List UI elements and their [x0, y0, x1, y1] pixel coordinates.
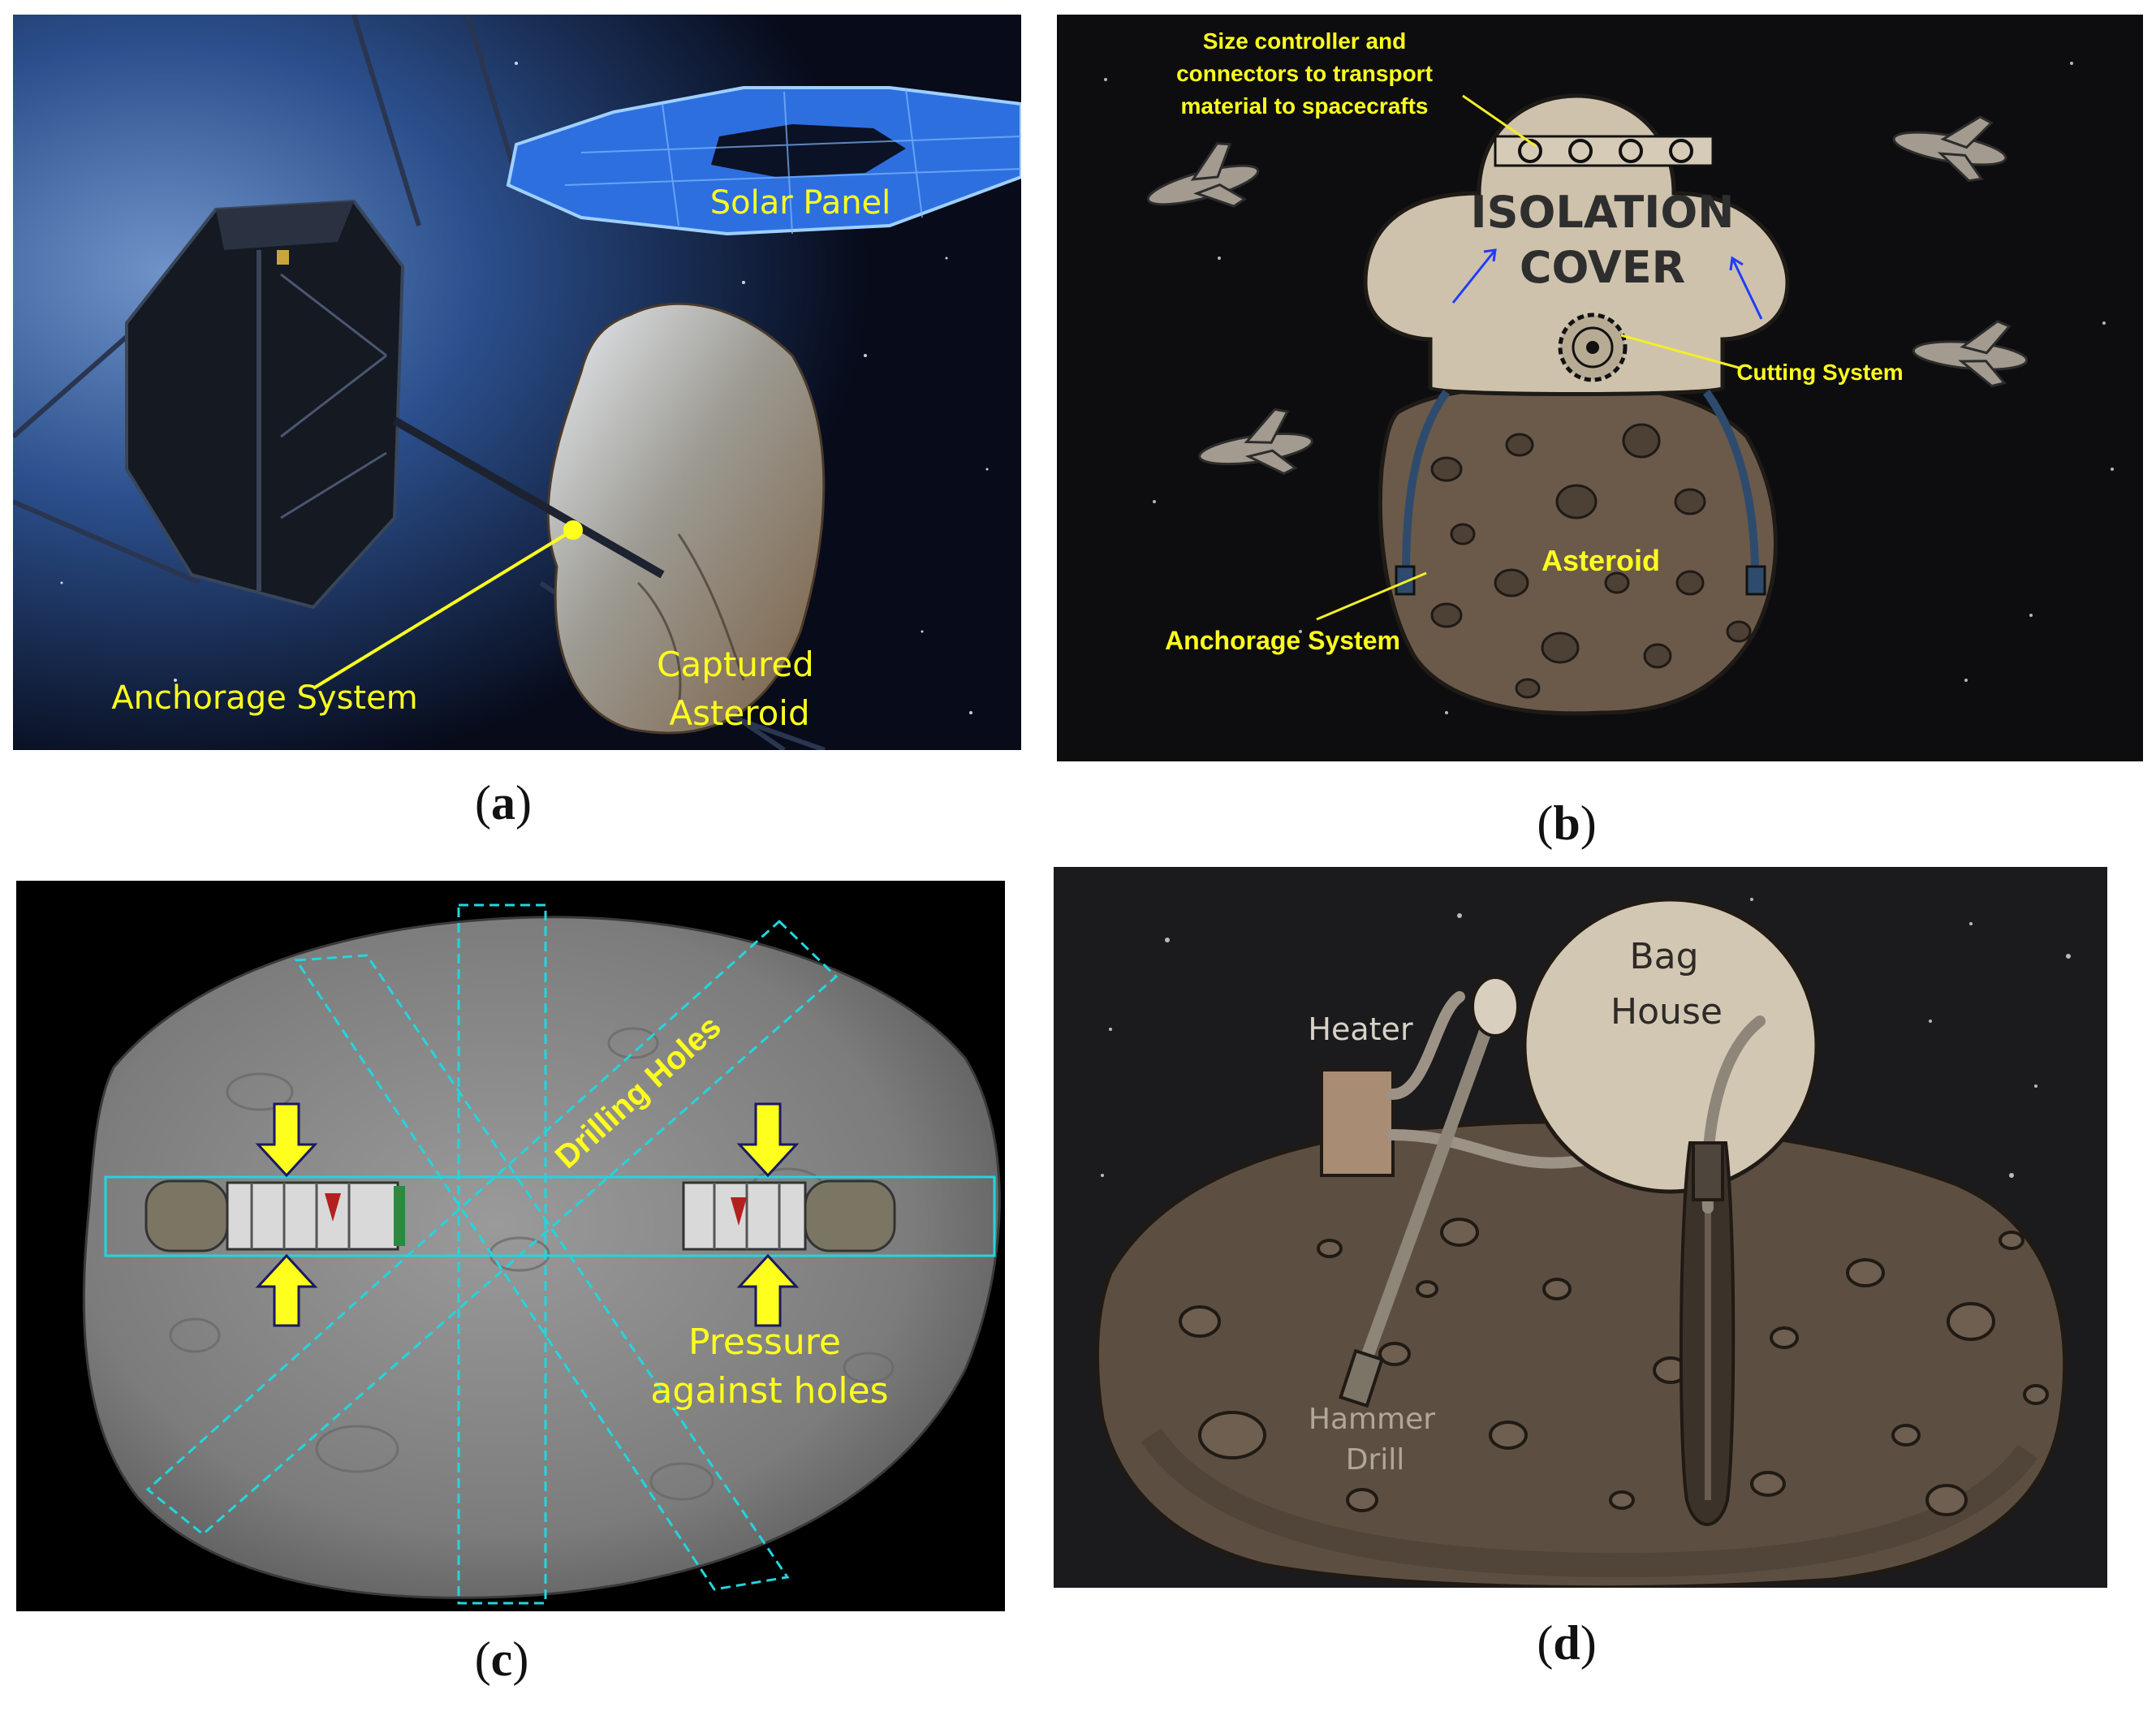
- anchorage-arm: [392, 416, 665, 579]
- hammer-drill-arm: [1356, 1007, 1498, 1377]
- leader-lines: [1316, 94, 1740, 621]
- bag-house-label-1: Bag: [1629, 936, 1698, 977]
- pressure-label-2: against holes: [650, 1370, 888, 1412]
- panel-a: Solar Panel Anchorage System Captured As…: [13, 15, 1021, 750]
- drilling-holes: [145, 903, 839, 1605]
- isolation-cover: [1363, 93, 1790, 396]
- bag-house-label-2: House: [1611, 991, 1723, 1033]
- isolation-cover-label-1: ISOLATION: [1471, 187, 1735, 238]
- anchorage-system-label: Anchorage System: [111, 679, 417, 717]
- hammer-drill-label-2: Drill: [1346, 1443, 1405, 1477]
- asteroid-craters: [1430, 423, 1752, 699]
- pressure-arrows: [255, 1102, 800, 1327]
- caption-a: (a): [475, 776, 532, 830]
- caption-c: (c): [474, 1632, 529, 1686]
- panel-d-illustration: Heater Bag House Hammer Drill: [1054, 867, 2107, 1588]
- panel-a-illustration: Solar Panel Anchorage System Captured As…: [13, 15, 1021, 750]
- captured-label-line2: Asteroid: [669, 693, 809, 733]
- anchorage-cable-left: [1402, 390, 1451, 576]
- size-controller-label-2: connectors to transport: [1176, 61, 1433, 86]
- cutting-system-label: Cutting System: [1736, 360, 1903, 385]
- size-controller-label-1: Size controller and: [1203, 28, 1407, 54]
- pressure-label-1: Pressure: [688, 1321, 841, 1363]
- panel-b-illustration: Size controller and connectors to transp…: [1057, 15, 2143, 761]
- isolation-cover-label-2: COVER: [1520, 242, 1685, 293]
- panel-b: Size controller and connectors to transp…: [1057, 15, 2143, 761]
- spacecrafts: [1146, 115, 2029, 476]
- anchorage-system-label: Anchorage System: [1165, 626, 1400, 655]
- panel-c: Drilling Holes Pressure against holes: [16, 881, 1005, 1611]
- solar-panel: [506, 86, 1021, 236]
- blue-arrows: [1451, 248, 1763, 320]
- solar-panel-label: Solar Panel: [710, 184, 891, 222]
- heater-box: [1320, 1068, 1395, 1177]
- caption-d: (d): [1537, 1616, 1597, 1670]
- asteroid-label: Asteroid: [1542, 544, 1660, 577]
- asteroid: [1094, 1119, 2068, 1588]
- anchorage-leader: [312, 528, 575, 690]
- caption-b: (b): [1537, 796, 1597, 850]
- hammer-drill-label-1: Hammer: [1309, 1403, 1435, 1436]
- captured-label-line1: Captured: [657, 645, 814, 684]
- drilling-machine-left: [144, 1179, 405, 1253]
- gray-asteroid: [82, 916, 1001, 1599]
- connectors: [1518, 139, 1693, 163]
- captured-asteroid: [546, 302, 826, 735]
- anchorage-cable-right: [1702, 390, 1759, 576]
- heater-label: Heater: [1308, 1011, 1413, 1047]
- horizontal-tunnel: [104, 1175, 996, 1257]
- spacecraft: [125, 199, 405, 610]
- cutting-saw: [1558, 313, 1628, 382]
- asteroid-craters: [1179, 1218, 2049, 1516]
- panel-c-illustration: Drilling Holes Pressure against holes: [16, 881, 1005, 1611]
- size-controller-label-3: material to spacecrafts: [1180, 93, 1428, 119]
- bag-house: [1522, 897, 1819, 1194]
- asteroid-craters: [169, 1027, 895, 1501]
- drilling-machine-right: [682, 1179, 896, 1253]
- panel-d: Heater Bag House Hammer Drill: [1054, 867, 2107, 1588]
